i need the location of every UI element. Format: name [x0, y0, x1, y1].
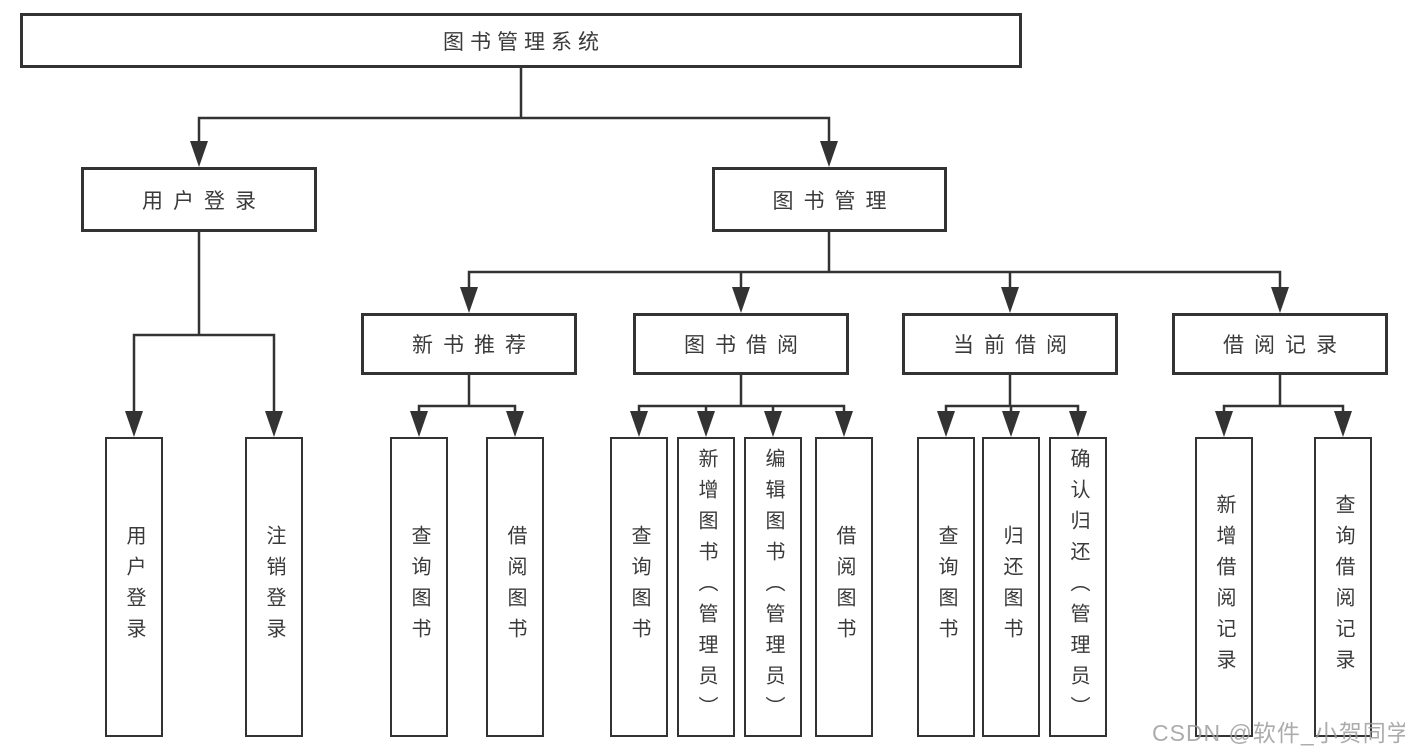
node-root: 图书管理系统 — [20, 13, 1022, 68]
node-new-book-recommend-label: 新书推荐 — [412, 334, 536, 357]
node-book-borrow: 图书借阅 — [633, 313, 849, 375]
leaf-current-confirm-return-admin: 确认归还（管理员） — [1049, 437, 1107, 737]
node-user-login: 用户登录 — [81, 167, 317, 232]
leaf-current-return-books: 归还图书 — [982, 437, 1040, 737]
connector-bookborrow-to-leaves — [637, 373, 846, 418]
node-book-management-label: 图书管理 — [772, 189, 897, 213]
node-borrow-records-label: 借阅记录 — [1223, 334, 1347, 357]
node-current-borrow-label: 当前借阅 — [953, 334, 1077, 357]
leaf-borrow-edit-books-admin: 编辑图书（管理员） — [744, 437, 802, 737]
connector-currentborrow-to-leaves — [944, 373, 1080, 418]
arrowheads — [125, 141, 1352, 437]
leaf-borrow-add-books-admin: 新增图书（管理员） — [677, 437, 735, 737]
node-book-borrow-label: 图书借阅 — [684, 334, 808, 357]
node-book-management: 图书管理 — [712, 167, 947, 232]
leaf-borrow-query-books: 查询图书 — [610, 437, 668, 737]
connector-borrowrecords-to-leaves — [1222, 373, 1345, 418]
node-root-label: 图书管理系统 — [443, 30, 605, 54]
connector-root-to-level2 — [197, 66, 831, 148]
connector-bookmgmt-to-level3 — [467, 230, 1282, 294]
node-current-borrow: 当前借阅 — [902, 313, 1118, 375]
leaf-user-login: 用户登录 — [105, 437, 163, 737]
connector-userlogin-to-leaves — [132, 230, 276, 418]
leaf-logout-login: 注销登录 — [245, 437, 303, 737]
node-user-login-label: 用户登录 — [142, 189, 266, 213]
leaf-current-query-books: 查询图书 — [917, 437, 975, 737]
csdn-watermark: CSDN @软件_小贺同学 — [1152, 720, 1405, 746]
leaf-newbook-borrow-books: 借阅图书 — [486, 437, 544, 737]
node-borrow-records: 借阅记录 — [1172, 313, 1388, 375]
leaf-newbook-query-books: 查询图书 — [390, 437, 448, 737]
leaf-borrow-borrow-books: 借阅图书 — [815, 437, 873, 737]
leaf-records-query-record: 查询借阅记录 — [1314, 437, 1372, 737]
leaf-records-add-record: 新增借阅记录 — [1195, 437, 1253, 737]
connector-newbook-to-leaves — [417, 373, 517, 418]
node-new-book-recommend: 新书推荐 — [361, 313, 577, 375]
